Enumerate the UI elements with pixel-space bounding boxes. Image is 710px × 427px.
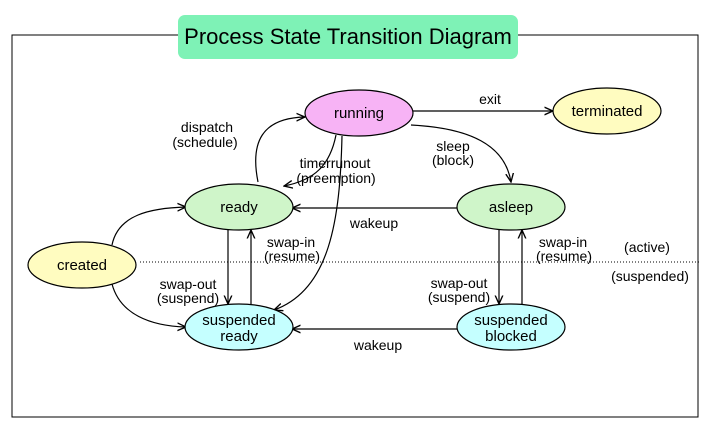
label-sleep: sleep	[436, 138, 470, 154]
label-exit: exit	[479, 91, 501, 107]
svg-text:asleep: asleep	[489, 199, 533, 216]
label-swapout-right: swap-out	[431, 275, 488, 291]
svg-text:created: created	[57, 257, 107, 274]
label-timerrunout-sub: (preemption)	[296, 170, 375, 186]
svg-text:running: running	[334, 105, 384, 122]
state-terminated: terminated	[552, 87, 662, 135]
svg-text:blocked: blocked	[485, 328, 537, 345]
label-timerrunout: timerrunout	[300, 155, 371, 171]
label-swapin-right: swap-in	[539, 234, 587, 250]
label-dispatch: dispatch	[181, 119, 233, 135]
arrow-created-suspended-ready	[111, 283, 186, 327]
svg-text:suspended: suspended	[202, 312, 275, 329]
label-dispatch-sub: (schedule)	[172, 134, 237, 150]
svg-text:ready: ready	[220, 199, 258, 216]
state-asleep: asleep	[456, 183, 566, 231]
label-swapin-left-sub: (resume)	[264, 248, 320, 264]
state-created: created	[27, 241, 137, 289]
region-suspended-label: (suspended)	[611, 268, 689, 284]
label-wakeup-top: wakeup	[349, 215, 398, 231]
label-swapin-right-sub: (resume)	[536, 248, 592, 264]
svg-text:ready: ready	[220, 328, 258, 345]
state-suspended-ready: suspended ready	[184, 303, 294, 351]
label-swapout-right-sub: (suspend)	[428, 289, 490, 305]
arrow-created-ready	[111, 207, 186, 246]
label-swapout-left-sub: (suspend)	[157, 290, 219, 306]
svg-text:suspended: suspended	[474, 312, 547, 329]
arrow-dispatch	[255, 117, 305, 183]
label-sleep-sub: (block)	[432, 152, 474, 168]
state-running: running	[304, 89, 414, 137]
arrow-running-suspended-ready	[274, 135, 343, 310]
diagram-title: Process State Transition Diagram	[178, 15, 518, 59]
arrow-timerrunout	[284, 134, 337, 186]
diagram-title-text: Process State Transition Diagram	[184, 24, 512, 49]
svg-text:terminated: terminated	[572, 103, 643, 120]
label-swapin-left: swap-in	[267, 234, 315, 250]
state-ready: ready	[184, 183, 294, 231]
label-wakeup-bottom: wakeup	[353, 337, 402, 353]
region-active-label: (active)	[624, 239, 670, 255]
arrow-sleep	[410, 124, 511, 182]
state-suspended-blocked: suspended blocked	[456, 303, 566, 351]
label-swapout-left: swap-out	[160, 276, 217, 292]
